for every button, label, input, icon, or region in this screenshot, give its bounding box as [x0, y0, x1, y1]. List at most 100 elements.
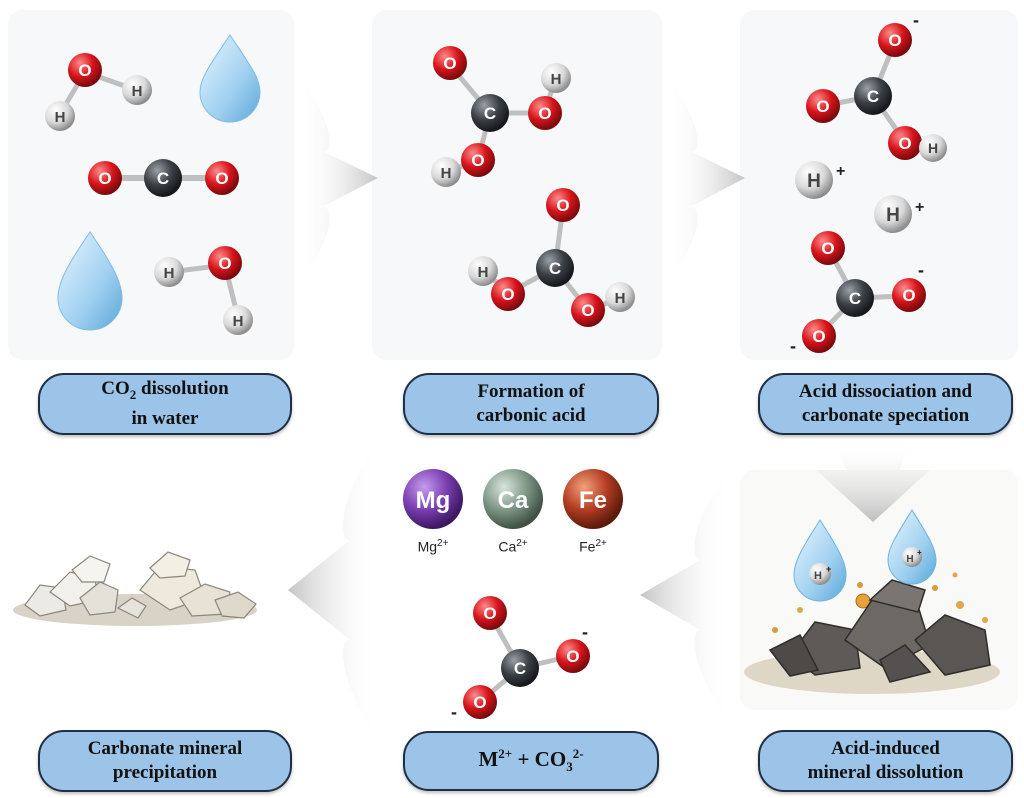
svg-text:H: H — [615, 290, 626, 307]
atom-o: O — [491, 277, 525, 311]
atom-o: O — [528, 96, 562, 130]
svg-text:O: O — [812, 327, 825, 346]
atom-h: H — [45, 101, 75, 131]
ion-symbol: Fe — [579, 538, 596, 555]
label-line-2: carbonate speciation — [801, 405, 970, 426]
svg-text:C: C — [549, 259, 561, 278]
atom-o: O — [473, 596, 507, 630]
label-line-2: in water — [131, 407, 199, 429]
label-line-2: precipitation — [112, 762, 218, 783]
svg-text:H: H — [807, 171, 821, 192]
svg-text:O: O — [581, 301, 594, 320]
step-label-ions: M2+ + CO32- — [403, 731, 659, 791]
atom-h: H — [919, 134, 947, 162]
atom-o: O — [556, 639, 590, 673]
carbonate-ion-2: O C O - O - — [451, 596, 590, 722]
svg-text:Ca: Ca — [498, 487, 529, 514]
label-line-1: Formation of — [477, 381, 585, 402]
atom-h: H — [223, 305, 253, 335]
atom-h: H — [431, 157, 461, 187]
arrow-right-2 — [668, 80, 745, 280]
svg-text:H: H — [814, 570, 822, 582]
atom-o: O — [806, 89, 840, 123]
svg-text:+: + — [915, 199, 924, 216]
svg-text:O: O — [898, 134, 911, 153]
svg-text:H: H — [478, 264, 489, 281]
co2-molecule: O C O — [88, 159, 239, 197]
atom-o: O — [205, 161, 239, 195]
proton-droplet-2: H + — [887, 509, 937, 585]
label-line-2: mineral dissolution — [807, 762, 964, 783]
svg-text:O: O — [483, 604, 496, 623]
svg-text:O: O — [501, 285, 514, 304]
svg-text:C: C — [849, 289, 861, 308]
step-label-mineral-dissolution: Acid-induced mineral dissolution — [758, 730, 1013, 792]
svg-text:O: O — [443, 54, 456, 73]
atom-c: C — [144, 159, 182, 197]
svg-text:H: H — [551, 71, 562, 88]
water-droplet-icon — [199, 34, 261, 123]
step-label-acid-dissociation: Acid dissociation and carbonate speciati… — [758, 373, 1013, 435]
atom-o: O — [811, 231, 845, 265]
svg-text:H: H — [55, 109, 66, 126]
svg-text:O: O — [215, 169, 228, 188]
label-line-1: Carbonate mineral — [87, 738, 243, 759]
charge-label: - — [913, 10, 919, 30]
carbonate-mineral-deposit — [13, 551, 257, 626]
atom-h: H — [468, 256, 498, 286]
label-line-1: Acid-induced — [831, 738, 940, 759]
atom-o: O — [571, 293, 605, 327]
svg-text:O: O — [471, 151, 484, 170]
proton-droplet-1: H + — [793, 519, 847, 602]
svg-text:+: + — [826, 564, 831, 574]
label-line-1: CO2 dissolution — [101, 378, 229, 402]
svg-text:O: O — [556, 196, 569, 215]
arrow-left-1 — [640, 470, 730, 720]
step-label-co2-dissolution: CO2 dissolution in water — [38, 373, 292, 435]
svg-text:H: H — [886, 205, 900, 226]
ca-ion-icon: Ca — [483, 469, 543, 529]
svg-text:+: + — [836, 163, 845, 180]
svg-text:H: H — [233, 313, 244, 330]
atom-c: C — [471, 94, 509, 132]
charge-label: - — [790, 336, 796, 356]
water-molecule-2: O H H — [154, 246, 253, 335]
svg-text:O: O — [98, 169, 111, 188]
atom-o: O — [888, 126, 922, 160]
svg-text:Mg: Mg — [416, 487, 451, 514]
atom-c: C — [501, 649, 539, 687]
svg-text:H: H — [164, 265, 175, 282]
atom-o: O — [892, 278, 926, 312]
mg-ion-icon: Mg — [403, 469, 463, 529]
atom-h: H — [541, 63, 571, 93]
atom-o: O — [88, 161, 122, 195]
mg-ion-label: Mg2+ — [408, 538, 458, 555]
arrow-right-1 — [300, 80, 378, 280]
label-line-2: carbonic acid — [476, 405, 586, 426]
svg-text:O: O — [78, 61, 91, 80]
atom-o: O — [463, 685, 497, 719]
arrow-down — [816, 440, 930, 522]
svg-text:C: C — [484, 104, 496, 123]
atom-o: O — [208, 246, 242, 280]
atom-o: O — [802, 319, 836, 353]
svg-text:O: O — [902, 286, 915, 305]
atom-h: H — [154, 257, 184, 287]
ion-equation: M2+ + CO32- — [478, 746, 584, 775]
water-molecule-1: O H H — [45, 53, 152, 131]
svg-text:Fe: Fe — [579, 487, 607, 514]
label-line-1: Acid dissociation and — [798, 381, 973, 402]
svg-text:C: C — [157, 169, 169, 188]
ion-charge: 2+ — [437, 538, 449, 549]
svg-text:O: O — [218, 254, 231, 273]
ion-symbol: Mg — [417, 538, 438, 555]
svg-text:O: O — [888, 31, 901, 50]
ion-symbol: Ca — [498, 538, 517, 555]
ca-ion-label: Ca2+ — [488, 538, 538, 555]
ion-charge: 2+ — [595, 538, 607, 549]
svg-text:O: O — [816, 97, 829, 116]
svg-text:H: H — [441, 165, 452, 182]
svg-text:C: C — [867, 87, 879, 106]
